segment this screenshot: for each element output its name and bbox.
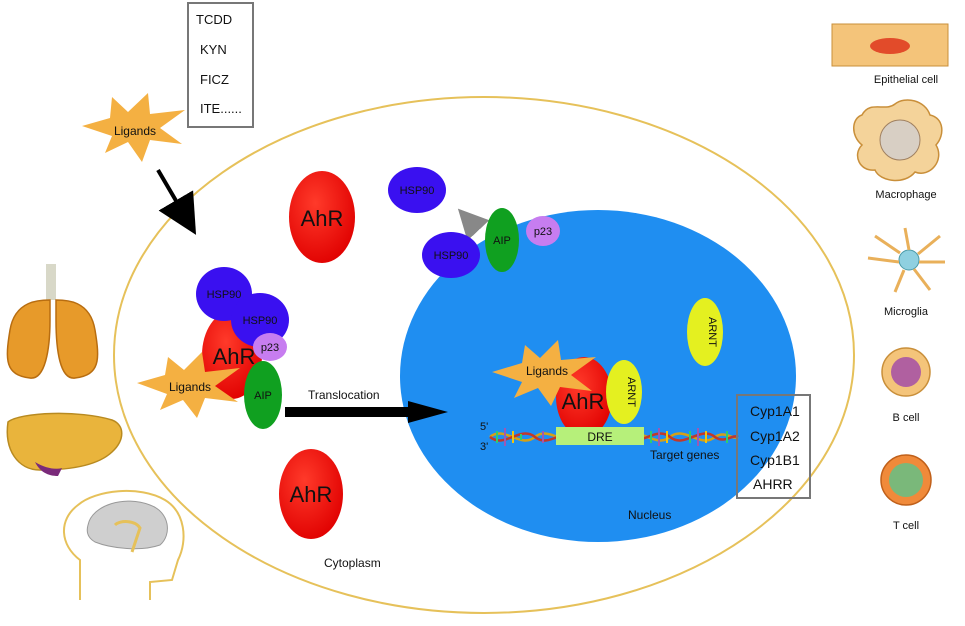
brain-head-icon (63, 489, 185, 600)
arnt-nuclear-label: ARNT (625, 377, 637, 407)
p23-released-label: p23 (534, 226, 552, 238)
arnt-free-label: ARNT (706, 317, 718, 347)
cell-caption-microglia: Microglia (883, 306, 928, 318)
ligand-list-item-3: ITE...... (200, 101, 242, 116)
cell-caption-epithelial: Epithelial cell (873, 74, 939, 86)
ahr-complex-label: AhR (213, 344, 256, 369)
ligand-entry-arrow (156, 168, 197, 235)
hsp90-complex-2-label: HSP90 (243, 315, 278, 327)
cell-caption-t-cell: T cell (892, 520, 920, 532)
target-gene-2: Cyp1B1 (750, 452, 800, 468)
translocation-label: Translocation (308, 388, 380, 402)
b-cell-icon (881, 347, 931, 397)
aip-complex (244, 361, 282, 429)
aip-released (485, 208, 519, 272)
ligand-list-item-1: KYN (200, 42, 227, 57)
aip-complex-label: AIP (254, 390, 272, 402)
p23-complex (253, 333, 287, 361)
ligand-burst-cyto-label: Ligands (169, 380, 211, 394)
ligand-list-item-0: TCDD (196, 12, 233, 27)
target-gene-0: Cyp1A1 (750, 403, 800, 419)
ahr-nuclear-label: AhR (562, 389, 605, 414)
ligand-list-item-2: FICZ (200, 72, 229, 87)
microglia-icon (867, 227, 945, 293)
dre-label: DRE (587, 430, 612, 444)
ahr-free-bottom (279, 449, 343, 539)
ahr-free-bottom-label: AhR (290, 482, 333, 507)
target-genes-label: Target genes (650, 448, 720, 462)
five-prime-label: 5' (480, 421, 488, 433)
ligand-burst-nucleus (492, 340, 596, 406)
ligand-burst-nucleus-label: Ligands (526, 364, 568, 378)
cell-caption-macrophage: Macrophage (875, 189, 937, 201)
nucleus-label: Nucleus (628, 508, 672, 522)
target-gene-3: AHRR (753, 476, 793, 492)
ligand-burst-cyto (137, 352, 240, 418)
hsp90-complex-1-label: HSP90 (207, 289, 242, 301)
cell-caption-b-cell: B cell (892, 412, 920, 424)
p23-released (526, 216, 560, 246)
arnt-nuclear (606, 360, 642, 424)
p23-complex-label: p23 (261, 342, 279, 354)
aip-released-label: AIP (493, 235, 511, 247)
macrophage-icon (853, 99, 943, 182)
ahr-free-top-label: AhR (301, 206, 344, 231)
hsp90-released-label: HSP90 (434, 250, 469, 262)
target-gene-1: Cyp1A2 (750, 428, 800, 444)
three-prime-label: 3' (480, 441, 488, 453)
hsp90-free (388, 167, 446, 213)
ligand-list-box (187, 2, 254, 128)
translocation-arrow (285, 401, 448, 423)
cell-membrane (113, 96, 855, 614)
liver-icon (6, 412, 123, 476)
lungs-icon (6, 264, 99, 379)
ligand-burst-top (82, 93, 185, 162)
t-cell-icon (880, 454, 932, 506)
ligand-burst-top-label: Ligands (114, 124, 156, 138)
ahr-free-top (289, 171, 355, 263)
hsp90-free-label: HSP90 (400, 185, 435, 197)
hsp90-release-arrow (457, 208, 490, 241)
epithelial-cell-icon (831, 23, 949, 67)
cytoplasm-label: Cytoplasm (324, 556, 381, 570)
hsp90-released (422, 232, 480, 278)
dre-box (556, 427, 644, 445)
target-genes-box (736, 394, 811, 499)
arnt-free (687, 298, 723, 366)
